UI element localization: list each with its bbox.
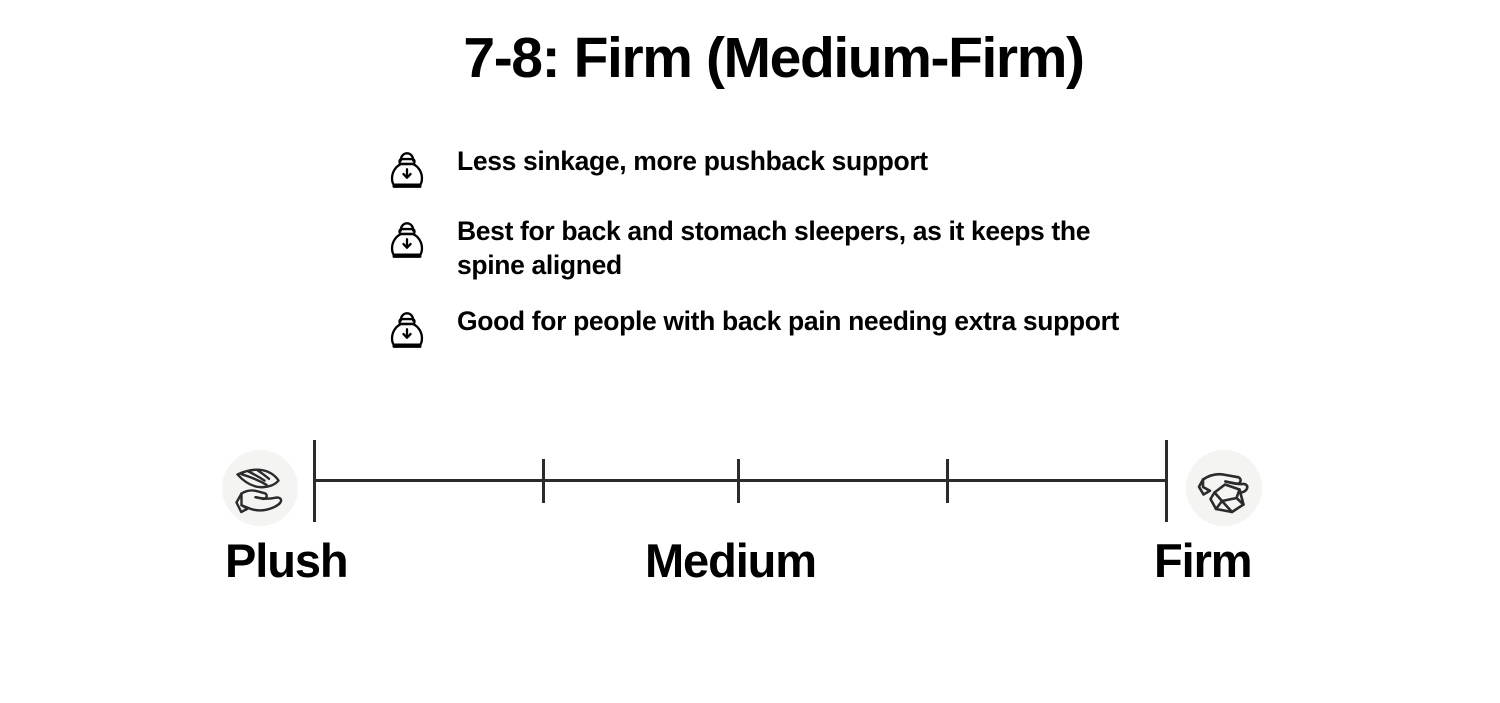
list-item: Best for back and stomach sleepers, as i… <box>384 215 1144 283</box>
page-title: 7-8: Firm (Medium-Firm) <box>463 26 1085 90</box>
list-item: Less sinkage, more pushback support <box>384 145 1144 193</box>
scale-tick-medium <box>737 459 740 503</box>
scale-tick-plush <box>313 440 316 522</box>
list-item-label: Good for people with back pain needing e… <box>457 305 1120 336</box>
rock-in-hand-icon <box>1186 450 1262 526</box>
kettlebell-down-arrow-icon <box>384 307 430 353</box>
kettlebell-down-arrow-icon <box>384 147 430 193</box>
firmness-scale <box>0 420 1500 620</box>
scale-tick-1 <box>542 459 545 503</box>
list-item: Good for people with back pain needing e… <box>384 305 1144 353</box>
scale-tick-firm <box>1165 440 1168 522</box>
scale-label-plush: Plush <box>225 534 349 587</box>
scale-label-medium: Medium <box>645 534 817 587</box>
kettlebell-down-arrow-icon <box>384 217 430 263</box>
scale-label-firm: Firm <box>1154 534 1253 587</box>
feather-in-hand-icon <box>222 450 298 526</box>
benefits-list: Less sinkage, more pushback support Best… <box>384 145 1144 353</box>
list-item-label: Less sinkage, more pushback support <box>457 146 928 176</box>
list-item-label: Best for back and stomach sleepers, as i… <box>457 216 1091 280</box>
scale-axis-line <box>313 479 1167 482</box>
scale-tick-3 <box>946 459 949 503</box>
